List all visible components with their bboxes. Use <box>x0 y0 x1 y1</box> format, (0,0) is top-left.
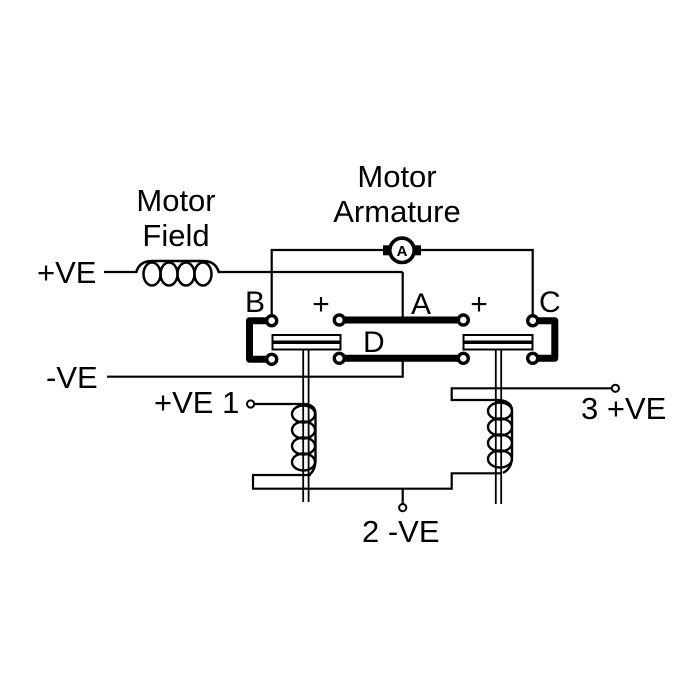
bottom-bus-wire <box>251 472 502 490</box>
terminal-2-circle <box>398 503 408 513</box>
positive-feed-wire <box>104 270 404 318</box>
contact-b-label: B <box>245 286 265 319</box>
terminal-1-circle <box>246 399 256 409</box>
terminal-1-label: +VE 1 <box>154 385 239 420</box>
armature-right-brush <box>413 245 421 256</box>
coil1-solenoid <box>290 402 317 476</box>
armature-circle <box>387 236 416 265</box>
coil3-solenoid <box>486 398 514 474</box>
bar-a-label: A <box>411 288 431 321</box>
armature-wire <box>270 248 534 321</box>
contact-plates <box>271 334 534 351</box>
contact-c-label: C <box>539 286 561 319</box>
motor-field-label-line2: Field <box>142 218 209 253</box>
wires <box>104 248 612 504</box>
motor-field-label-line1: Motor <box>136 183 215 218</box>
plus-right-label: + <box>470 288 488 321</box>
terminals <box>246 383 621 513</box>
plus-left-label: + <box>312 288 330 321</box>
contactor1-linkage <box>302 349 310 502</box>
terminal-2-label: 2 -VE <box>362 514 440 549</box>
contact-studs <box>265 313 540 366</box>
negative-feed-wire <box>107 360 404 378</box>
motor-field-coil <box>134 259 221 287</box>
armature-left-brush <box>383 245 391 256</box>
bar-d-label: D <box>363 326 385 359</box>
contact-b-bracket <box>246 317 272 363</box>
motor-armature-label-line2: Armature <box>333 194 460 229</box>
terminal-3-circle <box>610 383 621 393</box>
supply-positive-label: +VE <box>37 255 96 290</box>
armature-symbol-letter: A <box>397 243 408 260</box>
terminal-3-label: 3 +VE <box>581 391 666 426</box>
contactor2-linkage <box>494 349 503 504</box>
motor-armature-label-line1: Motor <box>357 159 436 194</box>
contact-c-bracket <box>532 317 559 362</box>
motor-armature-symbol: A <box>383 236 421 265</box>
coil3-feed-wire <box>450 387 612 402</box>
supply-negative-label: -VE <box>46 360 98 395</box>
